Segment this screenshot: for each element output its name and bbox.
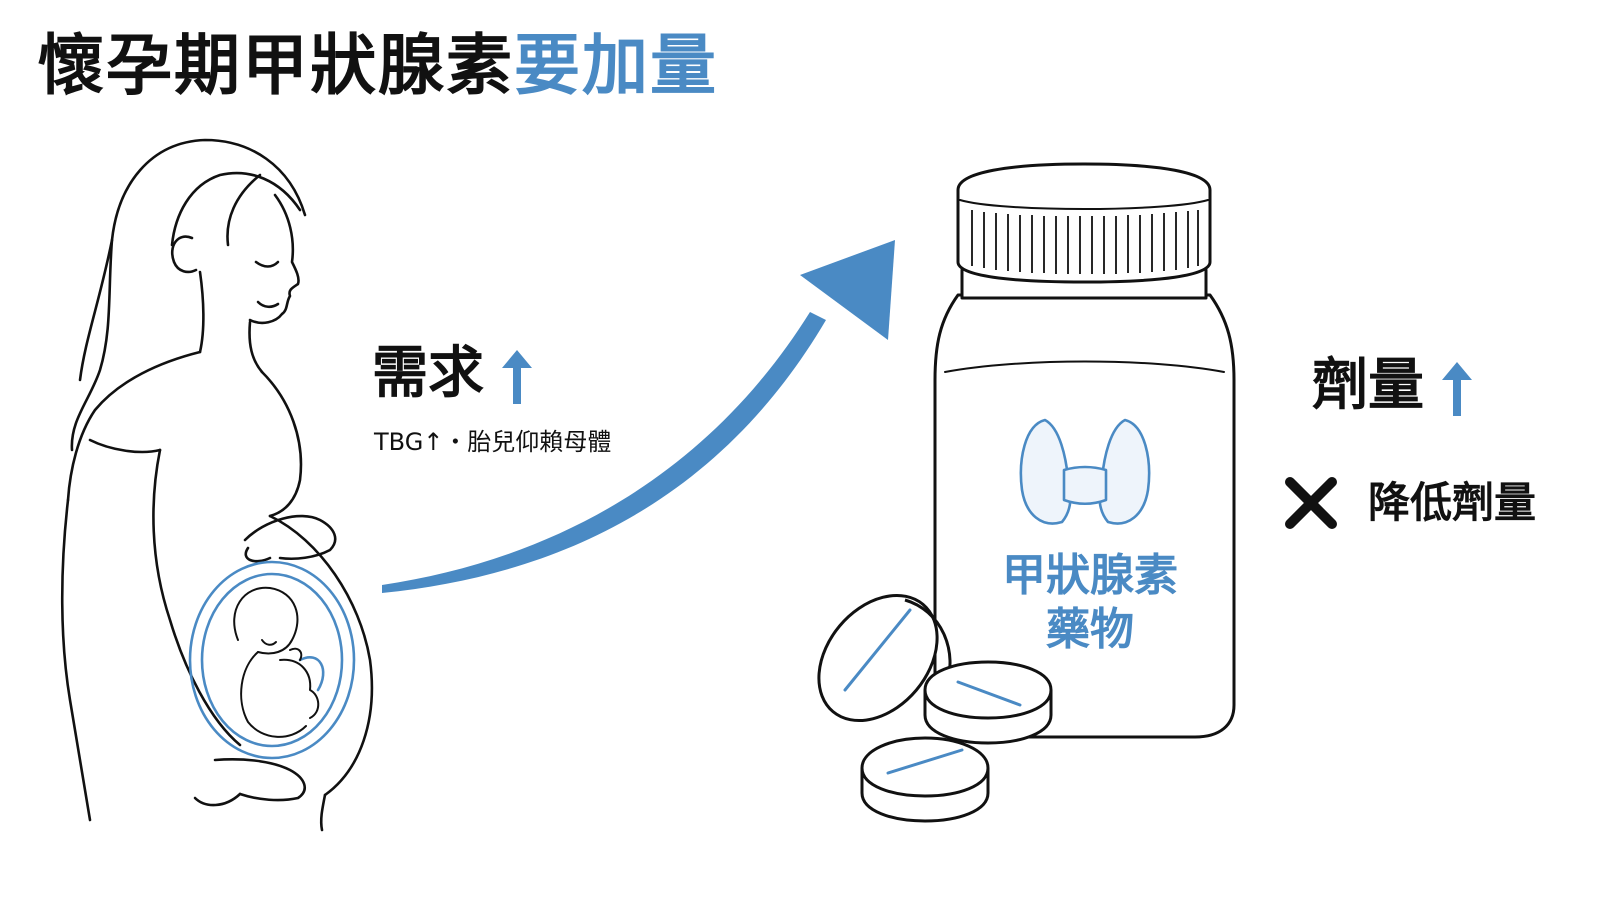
reduce-dose-warning: 降低劑量: [1368, 478, 1537, 527]
fetus-illustration: [188, 560, 356, 760]
title-main: 懷孕期甲狀腺素: [38, 27, 514, 104]
dose-label: 劑量: [1312, 352, 1474, 419]
dose-text: 劑量: [1312, 353, 1424, 418]
cross-icon: [1285, 477, 1337, 529]
up-arrow-icon: [1442, 361, 1472, 416]
page-title: 懷孕期甲狀腺素要加量: [38, 26, 718, 105]
title-highlight: 要加量: [514, 27, 718, 104]
baby-illustration: [233, 586, 320, 738]
bottle-cap-ridges: [971, 210, 1199, 274]
demand-text: 需求: [372, 341, 484, 406]
curved-arrow-icon: [382, 240, 895, 593]
bottle-label-line2: 藥物: [1046, 604, 1134, 655]
bottle-label-line1: 甲狀腺素: [1002, 550, 1178, 601]
demand-subtitle: TBG↑・胎兒仰賴母體: [374, 428, 612, 456]
tablet-score-lines: [843, 608, 1022, 775]
demand-label: 需求: [372, 340, 534, 407]
tablets-illustration: [817, 593, 1053, 823]
thyroid-icon: [1019, 418, 1151, 525]
up-arrow-icon: [502, 349, 532, 404]
pregnant-woman-illustration: [60, 138, 374, 832]
pill-bottle-illustration: [933, 162, 1236, 739]
